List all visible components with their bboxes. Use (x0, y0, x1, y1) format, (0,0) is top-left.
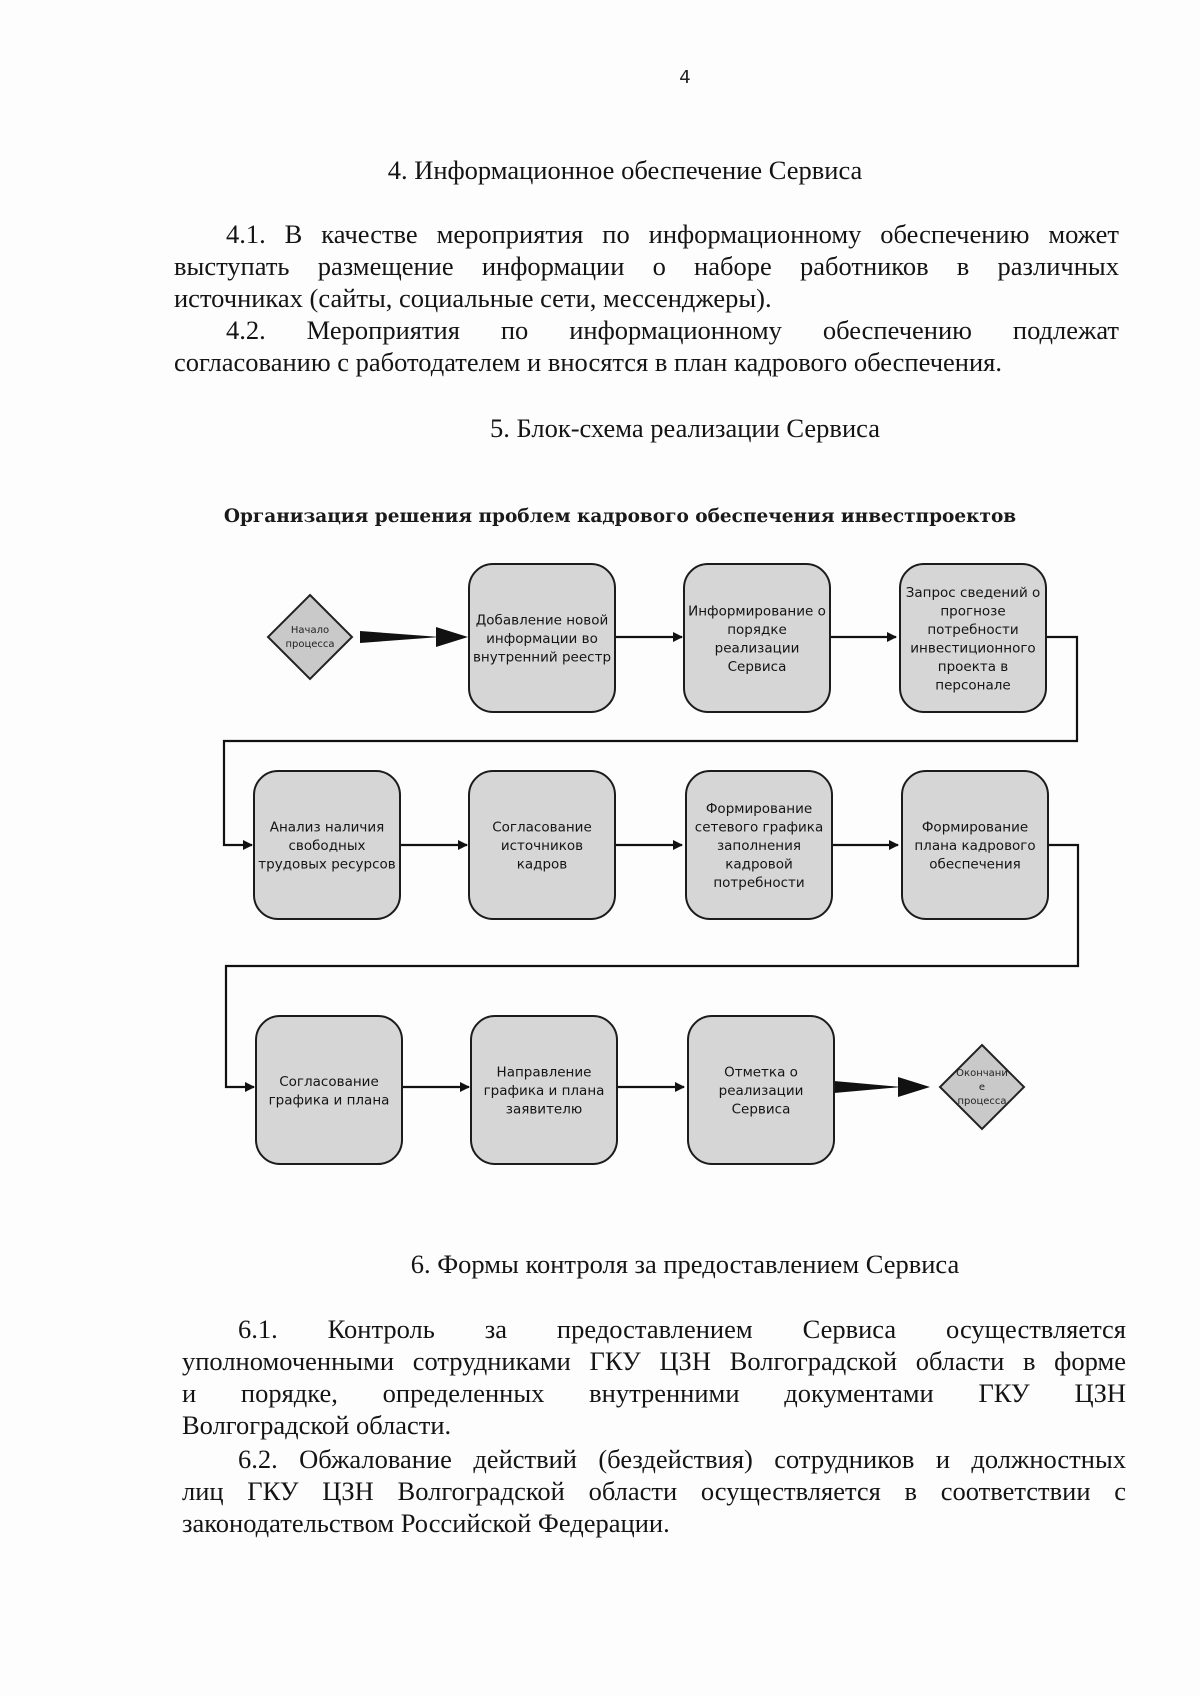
flow-step-label: потребности (927, 622, 1018, 638)
flow-step-4: Анализ наличия свободных трудовых ресурсов (253, 770, 401, 920)
paragraph-4-2: 4.2. Мероприятия по информационному обес… (174, 314, 1119, 378)
flow-step-label: Сервиса (732, 1102, 791, 1118)
flow-step-label: графика и плана (484, 1083, 605, 1099)
flow-step-box (685, 770, 833, 920)
paragraph-line: лиц ГКУ ЦЗН Волгоградской области осущес… (182, 1476, 1126, 1506)
paragraph-line: выступать размещение информации о наборе… (174, 251, 1119, 281)
flow-step-box (687, 1015, 835, 1165)
flowchart-connectors (222, 627, 1080, 1097)
flow-step-box (901, 770, 1049, 920)
connector-end-head (898, 1077, 930, 1097)
flow-step-1: Добавление новой информации во внутренний … (468, 563, 616, 713)
flow-step-label: проекта в (938, 659, 1009, 675)
flow-step-label: порядке (727, 622, 787, 638)
flow-step-label: трудовых ресурсов (258, 857, 395, 873)
connector-start-head (436, 627, 468, 647)
start-node-label-2: процесса (285, 639, 334, 650)
flow-step-box (470, 1015, 618, 1165)
end-node-label-1: Окончани (956, 1068, 1008, 1079)
paragraph-line: уполномоченными сотрудниками ГКУ ЦЗН Вол… (182, 1346, 1126, 1376)
flow-step-label: Согласование (492, 820, 592, 836)
paragraph-line: источниках (сайты, социальные сети, месс… (174, 283, 772, 313)
end-node: Окончани е процесса (938, 1043, 1026, 1131)
section-5-heading: 5. Блок-схема реализации Сервиса (490, 413, 880, 443)
paragraph-6-1: 6.1. Контроль за предоставлением Сервиса… (182, 1313, 1126, 1441)
flow-step-label: Отметка о (724, 1065, 798, 1081)
flow-step-5: Согласование источников кадров (468, 770, 616, 920)
flow-step-label: Направление (497, 1065, 592, 1081)
start-node-label-1: Начало (291, 625, 329, 636)
flow-step-6: Формирование сетевого графика заполнения ка… (685, 770, 833, 920)
flow-step-label: обеспечения (929, 857, 1020, 873)
flow-step-label: потребности (713, 875, 804, 891)
flow-step-label: Информирование о (688, 603, 826, 619)
flow-step-label: свободных (288, 838, 365, 854)
flow-step-label: Формирование (706, 801, 812, 817)
flow-step-label: графика и плана (269, 1092, 390, 1108)
paragraph-line: 4.2. Мероприятия по информационному обес… (226, 315, 1119, 345)
paragraph-line: Волгоградской области. (182, 1410, 452, 1440)
paragraph-4-1: 4.1. В качестве мероприятия по информаци… (174, 218, 1119, 314)
flow-step-label: заполнения (717, 838, 801, 854)
connector-end (834, 1081, 902, 1093)
flow-step-label: информации во (486, 631, 598, 647)
flowchart-title: Организация решения проблем кадрового об… (223, 506, 1017, 527)
connector-wrap (224, 843, 1080, 1092)
flow-step-label: плана кадрового (914, 838, 1035, 854)
flow-step-label: Сервиса (728, 659, 787, 675)
connector-start (360, 631, 440, 643)
flow-step-box (468, 770, 616, 920)
flow-step-7: Формирование плана кадрового обеспечения (901, 770, 1049, 920)
flow-step-box (253, 770, 401, 920)
end-node-label-3: процесса (957, 1096, 1006, 1107)
paragraph-line: 6.1. Контроль за предоставлением Сервиса… (238, 1314, 1126, 1344)
flow-step-label: Формирование (922, 820, 1028, 836)
flow-step-box (683, 563, 831, 713)
paragraph-line: 6.2. Обжалование действий (бездействия) … (238, 1444, 1126, 1474)
flow-step-label: Согласование (279, 1074, 379, 1090)
paragraph-line: согласованию с работодателем и вносятся … (174, 347, 1002, 377)
flow-step-3: Запрос сведений о прогнозе потребности инве… (899, 563, 1047, 713)
section-4-heading: 4. Информационное обеспечение Сервиса (387, 155, 863, 185)
flow-step-label: инвестиционного (910, 640, 1035, 656)
flow-step-box (255, 1015, 403, 1165)
page-number: 4 (679, 67, 691, 88)
flow-step-label: Запрос сведений о (906, 585, 1041, 601)
flow-step-label: заявителю (506, 1102, 582, 1118)
flow-step-9: Направление графика и плана заявителю (470, 1015, 618, 1165)
paragraph-line: и порядке, определенных внутренними доку… (182, 1378, 1126, 1408)
start-node: Начало процесса (266, 593, 354, 681)
flow-step-label: прогнозе (940, 603, 1005, 619)
flow-step-label: внутренний реестр (473, 650, 611, 666)
flow-step-label: источников (501, 838, 583, 854)
flow-step-label: кадров (517, 857, 568, 873)
flow-step-label: Анализ наличия (270, 820, 385, 836)
flow-step-8: Согласование графика и плана (255, 1015, 403, 1165)
flow-step-label: реализации (719, 1083, 804, 1099)
paragraph-line: законодательством Российской Федерации. (182, 1508, 670, 1538)
section-6-heading: 6. Формы контроля за предоставлением Сер… (410, 1249, 960, 1279)
connector-wrap (222, 635, 1079, 850)
flow-step-label: персонале (935, 677, 1010, 693)
flow-step-label: сетевого графика (695, 820, 823, 836)
paragraph-line: 4.1. В качестве мероприятия по информаци… (226, 219, 1119, 249)
flow-step-box (899, 563, 1047, 713)
flow-step-label: реализации (715, 640, 800, 656)
flowchart-steps: Добавление новой информации во внутренний … (253, 563, 1049, 1165)
flow-step-label: кадровой (725, 857, 793, 873)
flow-step-label: Добавление новой (476, 613, 609, 629)
flow-step-box (468, 563, 616, 713)
end-node-label-2: е (979, 1082, 985, 1093)
paragraph-6-2: 6.2. Обжалование действий (бездействия) … (182, 1443, 1126, 1539)
